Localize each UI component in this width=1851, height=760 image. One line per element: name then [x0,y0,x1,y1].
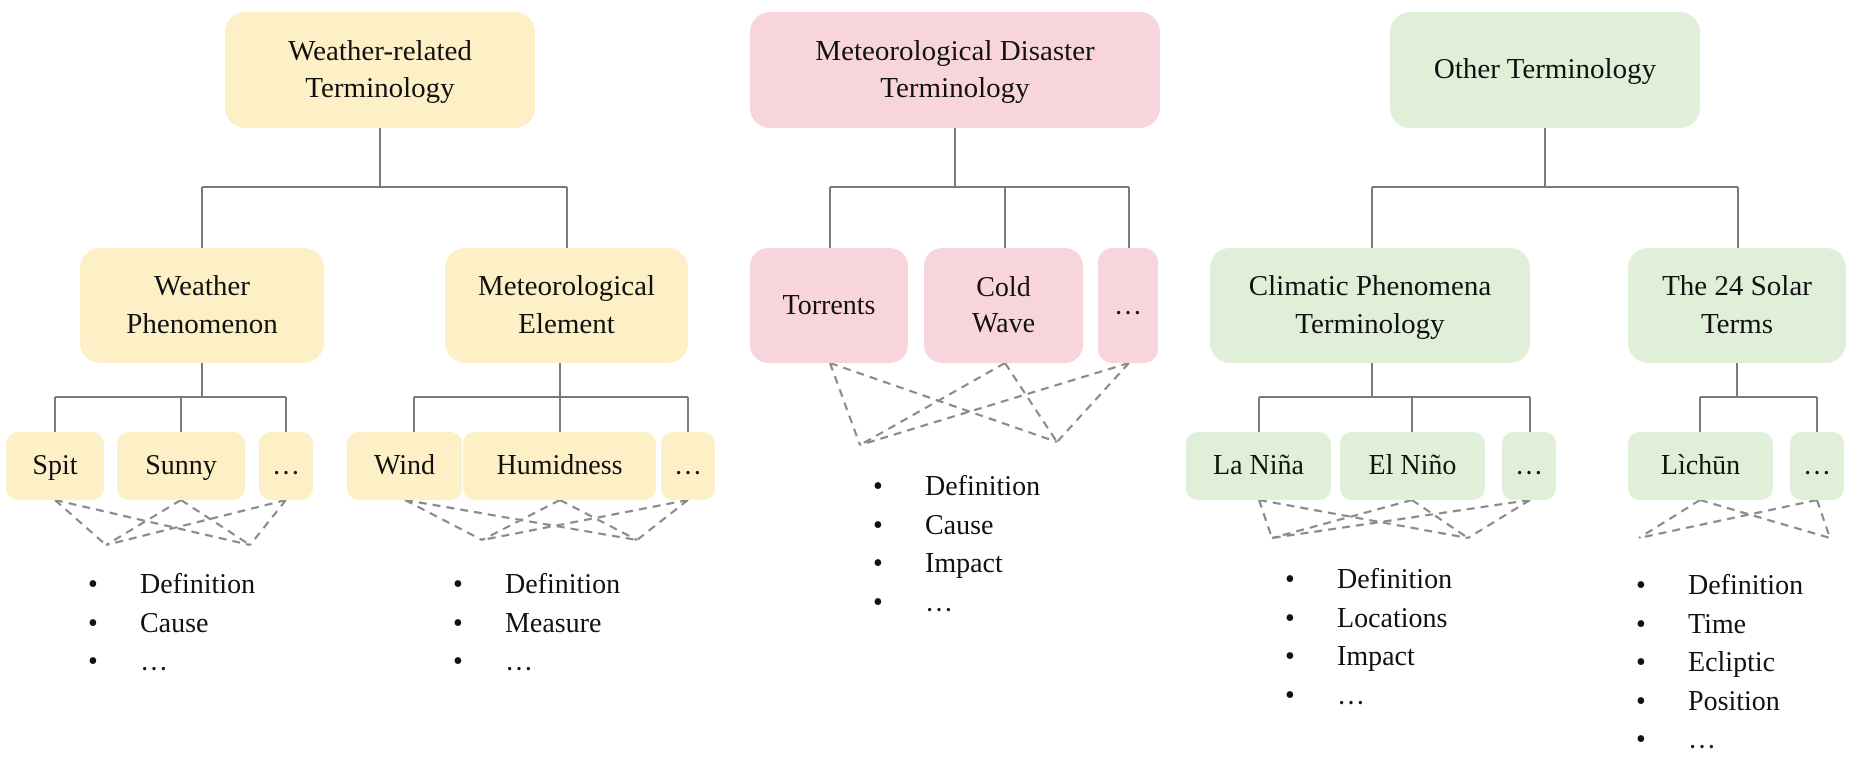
list-item: Ecliptic [1636,644,1803,683]
attribute-list: Definition Cause Impact … [873,468,1040,622]
tree-connector [201,128,568,248]
node-24-solar-terms: The 24 Solar Terms [1628,248,1846,363]
list-item: … [88,643,255,682]
list-item: Time [1636,606,1803,645]
attribute-list: Definition Locations Impact … [1285,561,1452,715]
list-item: Definition [873,468,1040,507]
list-item: Impact [873,545,1040,584]
node-meteorological-element: Meteorological Element [445,248,688,363]
node-meteorological-disaster-terminology: Meteorological Disaster Terminology [750,12,1160,128]
dashed-connector [54,498,287,547]
node-weather-phenomenon: Weather Phenomenon [80,248,324,363]
leaf-more: … [1098,248,1158,363]
list-item: Definition [1285,561,1452,600]
attribute-list: Definition Cause … [88,566,255,682]
tree-connector [1371,128,1739,248]
node-other-terminology: Other Terminology [1390,12,1700,128]
list-item: Position [1636,683,1803,722]
leaf-more: … [259,432,313,500]
tree-connector [54,363,287,432]
list-item: Cause [88,605,255,644]
leaf-torrents: Torrents [750,248,908,363]
tree-connector [413,363,689,432]
leaf-humidness: Humidness [463,432,656,500]
list-item: … [873,584,1040,623]
tree-connector [1699,363,1818,432]
leaf-el-nino: El Niño [1340,432,1485,500]
leaf-spit: Spit [6,432,104,500]
dashed-connector [404,498,689,542]
node-weather-related-terminology: Weather-related Terminology [225,12,535,128]
dashed-connector [1257,498,1531,540]
list-item: Measure [453,605,620,644]
attribute-list: Definition Measure … [453,566,620,682]
leaf-wind: Wind [347,432,462,500]
attribute-list: Definition Time Ecliptic Position … [1636,567,1803,760]
leaf-sunny: Sunny [117,432,245,500]
leaf-more: … [1790,432,1844,500]
leaf-la-nina: La Niña [1186,432,1331,500]
list-item: Definition [1636,567,1803,606]
list-item: Impact [1285,638,1452,677]
leaf-lichun: Lìchūn [1628,432,1773,500]
list-item: … [1636,721,1803,760]
tree-connector [1258,363,1531,432]
dashed-connector [1638,498,1832,540]
leaf-cold-wave: Cold Wave [924,248,1083,363]
list-item: Definition [453,566,620,605]
leaf-more: … [1502,432,1556,500]
leaf-more: … [661,432,715,500]
list-item: … [1285,677,1452,716]
list-item: Definition [88,566,255,605]
list-item: Locations [1285,600,1452,639]
node-climatic-phenomena-terminology: Climatic Phenomena Terminology [1210,248,1530,363]
list-item: Cause [873,507,1040,546]
dashed-connector [828,361,1130,447]
tree-connector [829,128,1130,248]
list-item: … [453,643,620,682]
